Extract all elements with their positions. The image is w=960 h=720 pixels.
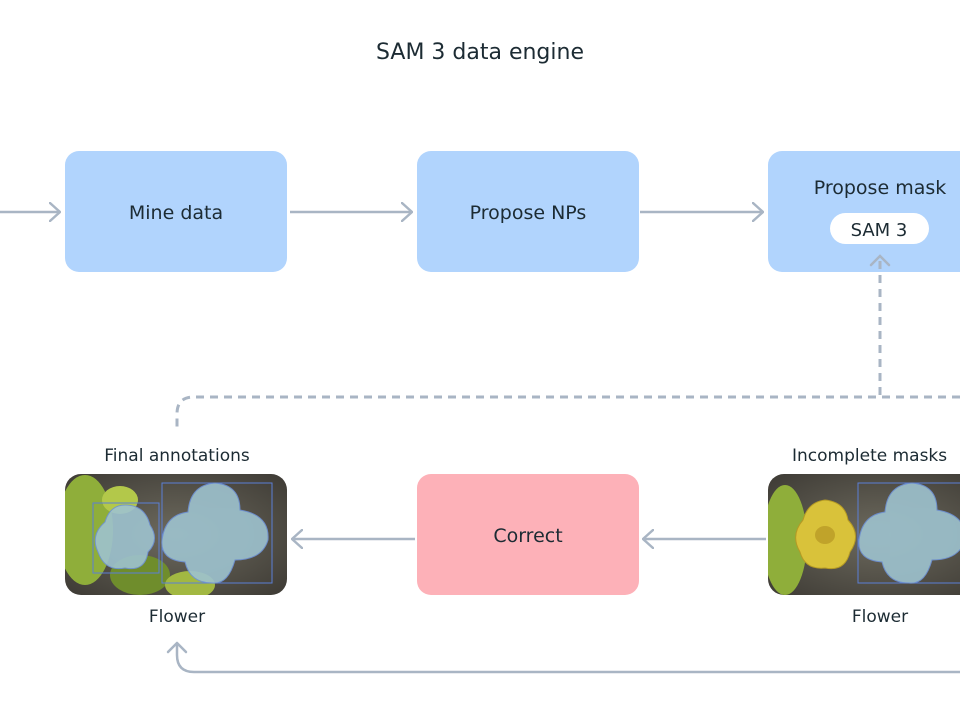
diagram-title: SAM 3 data engine	[376, 40, 584, 65]
arrow-head-up-icon	[869, 254, 891, 267]
sam3-badge-label: SAM 3	[851, 220, 908, 241]
node-propose-nps: Propose NPs	[417, 151, 639, 272]
final-annotations-image	[65, 474, 287, 595]
node-label: Propose NPs	[470, 202, 587, 224]
node-label: Propose mask	[814, 177, 947, 199]
incomplete-masks-image	[768, 474, 960, 595]
node-label: Mine data	[129, 202, 223, 224]
node-correct: Correct	[417, 474, 639, 595]
node-mine-data: Mine data	[65, 151, 287, 272]
sam3-badge	[830, 213, 929, 244]
bottom-bypass-arrow	[175, 643, 960, 674]
final-annotations-caption: Final annotations	[104, 446, 250, 466]
dashed-feedback-line	[175, 395, 960, 430]
arrow-head-up-icon	[166, 641, 188, 654]
node-label: Correct	[493, 525, 562, 547]
node-propose-mask: Propose mask SAM 3	[768, 151, 960, 272]
incomplete-image-label: Flower	[852, 607, 908, 627]
final-image-label: Flower	[149, 607, 205, 627]
incomplete-masks-caption: Incomplete masks	[792, 446, 947, 466]
